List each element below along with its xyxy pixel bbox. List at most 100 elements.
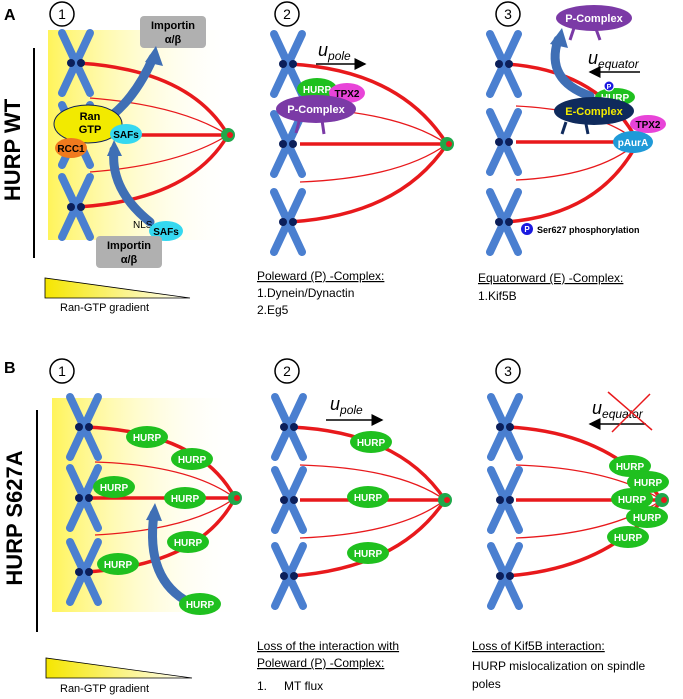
svg-text:HURP: HURP [633,513,662,524]
importin-top: Importin α/β [140,16,206,48]
svg-text:2: 2 [283,363,291,379]
svg-text:HURP: HURP [174,538,203,549]
svg-text:Importin: Importin [151,20,195,32]
hurp-b3-4: HURP [626,506,668,528]
pole-velocity-b2: upole [330,394,363,417]
svg-text:HURP: HURP [354,493,383,504]
svg-text:α/β: α/β [165,34,182,46]
svg-text:TPX2: TPX2 [635,120,660,131]
nls-label: NLS [133,220,153,231]
svg-text:α/β: α/β [121,254,138,266]
svg-text:Importin: Importin [107,240,151,252]
release-arrow-head-a1 [145,46,163,66]
panel-b-letter: B [4,360,16,377]
svg-text:HURP: HURP [618,495,647,506]
svg-text:HURP: HURP [178,455,207,466]
step-badge-b3: 3 [495,358,521,384]
step-badge-b1: 1 [49,358,75,384]
svg-text:HURP: HURP [616,462,645,473]
svg-text:HURP: HURP [354,549,383,560]
e-complex-a3: E-Complex [554,97,634,135]
importin-bottom: Importin α/β [96,236,162,268]
svg-text:HURP: HURP [303,85,332,96]
equator-velocity-a3: uequator [588,48,640,71]
svg-text:HURP: HURP [634,478,663,489]
pole-velocity-a2: upole [318,40,351,63]
caption-a2-line2: 2.Eg5 [257,303,289,317]
svg-text:RCC1: RCC1 [57,144,85,155]
import-arrow-head-b1 [146,503,162,521]
gradient-label-b: Ran-GTP gradient [60,683,149,695]
hurp-b3-3: HURP [611,488,653,510]
svg-text:HURP: HURP [171,494,200,505]
import-arrow-head-a1 [107,140,122,156]
spindle-a2 [274,34,454,252]
svg-text:3: 3 [504,6,512,22]
svg-text:HURP: HURP [133,433,162,444]
paura-a3: pAurA [613,131,653,153]
panel-a-title: HURP WT [0,98,25,201]
hurp-b2-3: HURP [347,542,389,564]
hurp-b1-4: HURP [164,487,206,509]
p-complex-a2: P-Complex [276,95,356,135]
ran-gtp: Ran GTP [53,104,123,144]
gradient-label-a: Ran-GTP gradient [60,302,149,314]
svg-text:SAFs: SAFs [153,227,179,238]
hurp-b3-2: HURP [627,471,669,493]
svg-text:pAurA: pAurA [618,138,649,149]
hurp-b2-2: HURP [347,486,389,508]
svg-text:HURP: HURP [601,93,630,104]
caption-b3-line2: poles [472,677,501,691]
rcc1: RCC1 [55,138,87,158]
import-arrow-a1 [109,145,155,227]
step-badge-b2: 2 [274,358,300,384]
svg-text:HURP: HURP [357,438,386,449]
svg-text:3: 3 [504,363,512,379]
svg-text:E-Complex: E-Complex [565,106,623,118]
caption-a3-title: Equatorward (E) -Complex: [478,271,623,285]
caption-b2-title-l2: Poleward (P) -Complex: [257,656,384,670]
spindle-a1 [62,33,235,237]
hurp-b2-1: HURP [350,431,392,453]
svg-text:Ran: Ran [80,111,101,123]
svg-text:1: 1 [58,363,66,379]
hurp-b1-5: HURP [167,531,209,553]
hurp-b1-7: HURP [179,593,221,615]
caption-b2-line1: MT flux [284,679,323,693]
svg-text:P: P [524,225,530,234]
hurp-b3-5: HURP [607,526,649,548]
svg-text:P: P [607,84,612,91]
panel-a-letter: A [4,7,16,24]
phospho-legend: P Ser627 phosphorylation [521,223,640,235]
hurp-b1-1: HURP [126,426,168,448]
svg-text:HURP: HURP [186,600,215,611]
caption-a2-line1: 1.Dynein/Dynactin [257,286,354,300]
hurp-b3-1: HURP [609,455,651,477]
step-badge-a2: 2 [274,1,300,27]
svg-text:HURP: HURP [614,533,643,544]
hurp-a2: HURP [297,78,337,100]
cross-mark-b3 [607,391,653,433]
svg-text:1: 1 [58,6,66,22]
svg-text:2: 2 [283,6,291,22]
svg-text:P-Complex: P-Complex [287,104,345,116]
step-badge-a3: 3 [495,1,521,27]
hurp-b1-2: HURP [171,448,213,470]
gradient-wedge-b [45,657,193,679]
safs-a1-top: SAFs [110,124,142,144]
svg-text:HURP: HURP [100,483,129,494]
caption-a2-title: Poleward (P) -Complex: [257,269,384,283]
caption-a3-line1: 1.Kif5B [478,289,517,303]
caption-b3-line1: HURP mislocalization on spindle [472,659,646,673]
caption-b2-line1-num: 1. [257,679,267,693]
hurp-b1-3: HURP [93,476,135,498]
svg-text:SAFs: SAFs [113,130,139,141]
svg-text:Ser627 phosphorylation: Ser627 phosphorylation [537,225,640,235]
phospho-marker-a3: P [603,80,615,92]
release-arrow-a3 [550,35,595,101]
import-arrow-b1 [148,509,195,608]
step-badge-a1: 1 [49,1,75,27]
hurp-b1-6: HURP [97,553,139,575]
release-arrow-head-a3 [550,28,568,48]
